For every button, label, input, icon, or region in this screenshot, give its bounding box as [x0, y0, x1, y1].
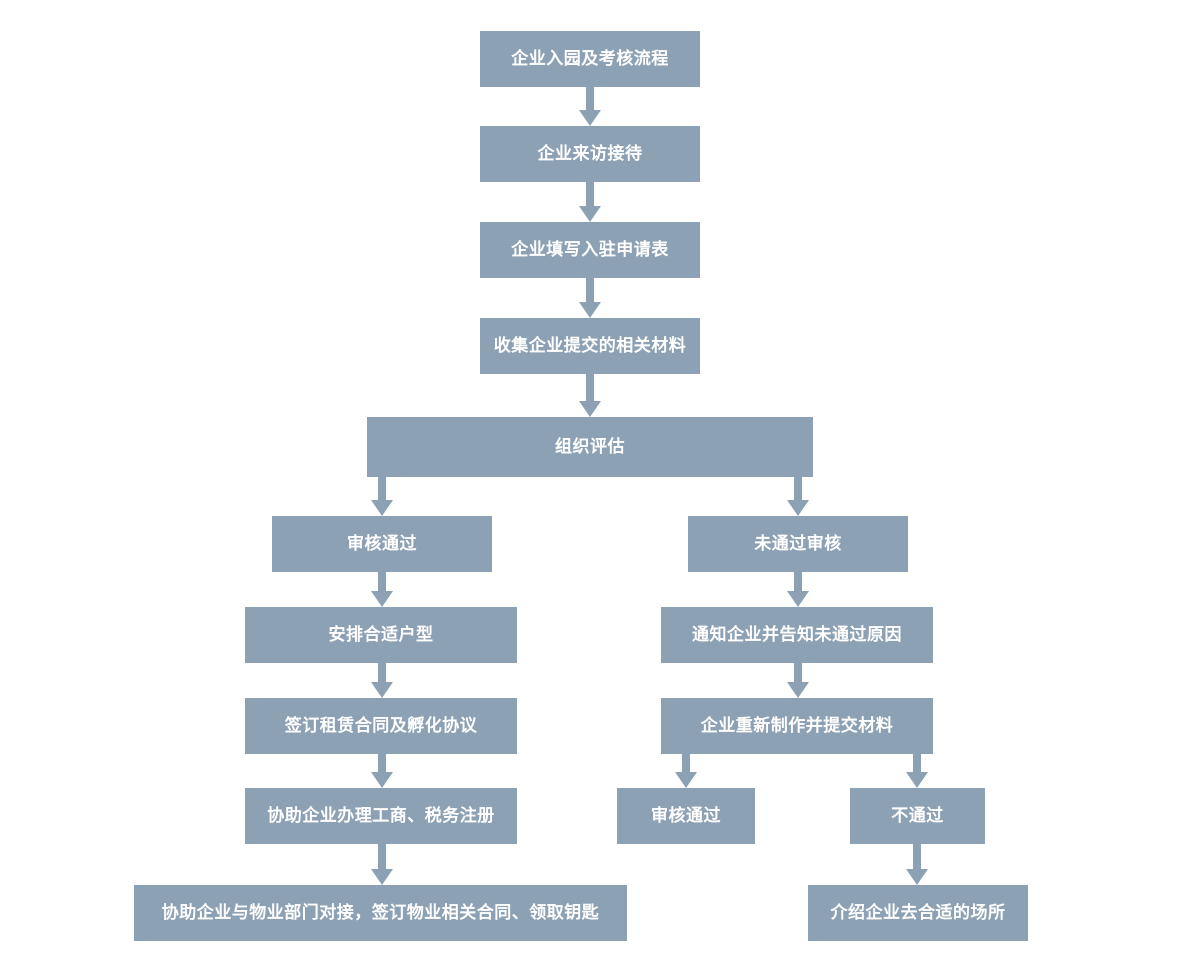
flow-node-label: 组织评估 [555, 436, 625, 456]
flow-arrow-n1-to-n2 [579, 87, 601, 126]
flow-node-n3[interactable]: 企业填写入驻申请表 [480, 222, 700, 278]
flow-node-n10[interactable]: 签订租赁合同及孵化协议 [245, 698, 517, 754]
flow-arrow-n11-to-n13 [675, 754, 697, 788]
flow-node-n2[interactable]: 企业来访接待 [480, 126, 700, 182]
flow-arrow-n5-to-n6 [371, 477, 393, 516]
flow-node-n14[interactable]: 不通过 [850, 788, 985, 844]
flow-node-n15[interactable]: 协助企业与物业部门对接，签订物业相关合同、领取钥匙 [134, 885, 627, 941]
flow-node-n4[interactable]: 收集企业提交的相关材料 [480, 318, 700, 374]
flow-arrow-n4-to-n5 [579, 374, 601, 417]
flow-node-n13[interactable]: 审核通过 [617, 788, 755, 844]
flow-node-label: 企业入园及考核流程 [511, 48, 669, 68]
flow-node-n7[interactable]: 未通过审核 [688, 516, 908, 572]
flow-node-label: 协助企业办理工商、税务注册 [267, 805, 495, 825]
flow-node-n12[interactable]: 协助企业办理工商、税务注册 [245, 788, 517, 844]
flow-node-label: 企业来访接待 [537, 143, 643, 163]
flow-node-label: 未通过审核 [754, 533, 842, 553]
flow-node-n11[interactable]: 企业重新制作并提交材料 [661, 698, 933, 754]
flow-arrow-n11-to-n14 [906, 754, 928, 788]
flow-arrow-n7-to-n9 [787, 572, 809, 607]
flow-node-label: 安排合适户型 [328, 624, 434, 644]
flow-node-label: 通知企业并告知未通过原因 [692, 624, 902, 644]
flow-node-label: 介绍企业去合适的场所 [830, 902, 1006, 922]
flow-node-n9[interactable]: 通知企业并告知未通过原因 [661, 607, 933, 663]
flow-node-n1[interactable]: 企业入园及考核流程 [480, 31, 700, 87]
flow-node-n5[interactable]: 组织评估 [367, 417, 813, 477]
flow-node-label: 审核通过 [651, 805, 721, 825]
flow-arrow-n14-to-n16 [906, 844, 928, 885]
flow-node-label: 协助企业与物业部门对接，签订物业相关合同、领取钥匙 [161, 902, 600, 922]
flow-node-n16[interactable]: 介绍企业去合适的场所 [808, 885, 1028, 941]
flow-arrow-n10-to-n12 [371, 754, 393, 788]
flow-arrow-n8-to-n10 [371, 663, 393, 698]
flow-node-label: 签订租赁合同及孵化协议 [284, 715, 478, 735]
flow-node-label: 审核通过 [347, 533, 417, 553]
flow-node-label: 不通过 [891, 805, 944, 825]
flow-arrow-n9-to-n11 [787, 663, 809, 698]
flow-arrow-n3-to-n4 [579, 278, 601, 318]
flow-node-n8[interactable]: 安排合适户型 [245, 607, 517, 663]
flow-arrow-n2-to-n3 [579, 182, 601, 222]
flow-node-label: 收集企业提交的相关材料 [493, 335, 687, 355]
flow-arrow-n12-to-n15 [371, 844, 393, 885]
flow-arrow-n5-to-n7 [787, 477, 809, 516]
flow-arrow-n6-to-n8 [371, 572, 393, 607]
flow-node-label: 企业重新制作并提交材料 [700, 715, 894, 735]
flow-node-label: 企业填写入驻申请表 [511, 239, 669, 259]
flow-node-n6[interactable]: 审核通过 [272, 516, 492, 572]
